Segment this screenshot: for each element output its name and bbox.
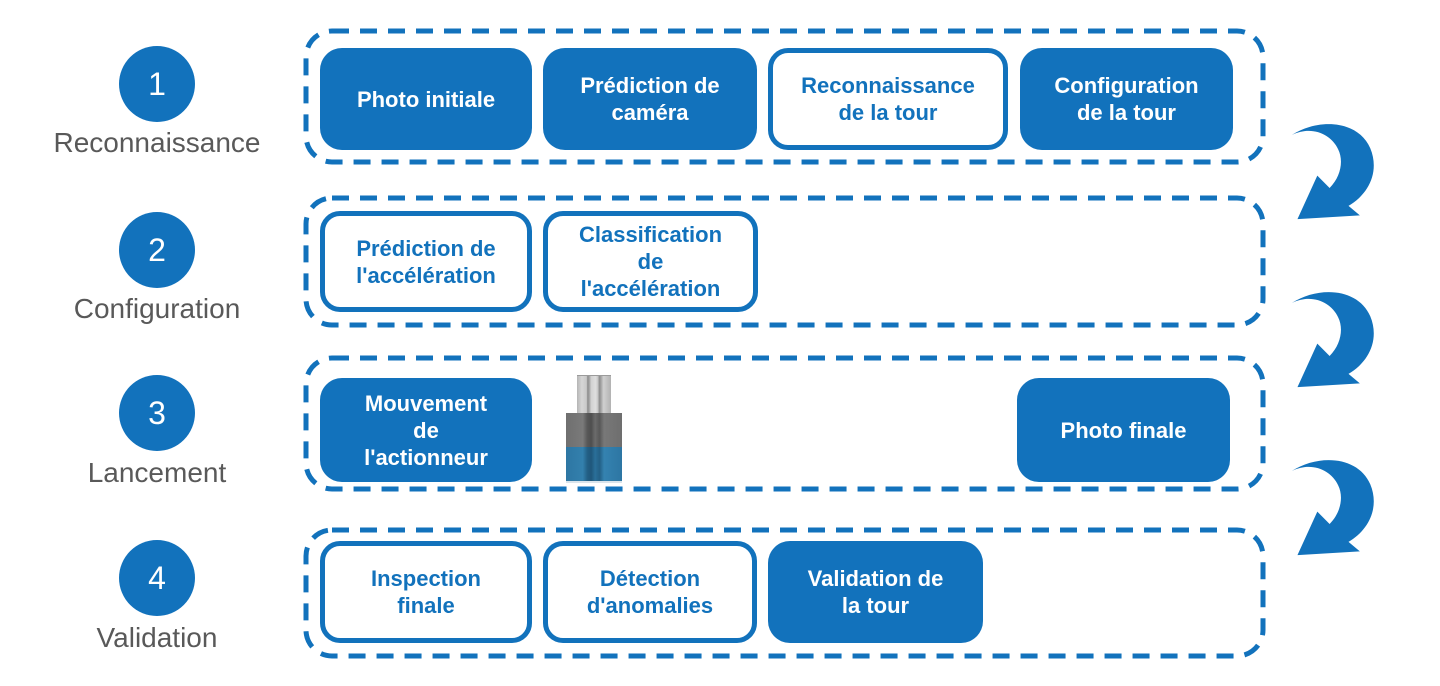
dashed-border: [303, 527, 1266, 659]
box-photo-finale: Photo finale: [1017, 378, 1230, 482]
tower-middle-blocks: [566, 413, 622, 447]
tower-top-blocks: [577, 375, 611, 414]
phase-4-container: [303, 527, 1266, 659]
step-1-label: Reconnaissance: [53, 127, 261, 158]
step-4-label: Validation: [96, 622, 218, 653]
step-3-circle: 3: [119, 375, 195, 451]
step-1-circle: 1: [119, 46, 195, 122]
box-validation-tour: Validation de la tour: [768, 541, 983, 643]
tower-base-blocks: [566, 447, 622, 483]
phase-3-container: [303, 355, 1266, 492]
box-prediction-acceleration: Prédiction de l'accélération: [320, 211, 532, 312]
box-reconnaissance-tour: Reconnaissance de la tour: [768, 48, 1008, 150]
box-photo-initiale: Photo initiale: [320, 48, 532, 150]
phase-1-container: [303, 28, 1266, 165]
curved-arrow-icon: [1284, 454, 1379, 558]
box-inspection-finale: Inspection finale: [320, 541, 532, 643]
dashed-border: [303, 195, 1266, 328]
dashed-border: [303, 28, 1266, 165]
step-3-label: Lancement: [87, 457, 227, 488]
step-1-number: 1: [148, 65, 166, 102]
dashed-border: [303, 355, 1266, 492]
box-prediction-camera: Prédiction de caméra: [543, 48, 757, 150]
box-mouvement-actionneur: Mouvement de l'actionneur: [320, 378, 532, 482]
step-2-label: Configuration: [73, 293, 241, 324]
step-3-number: 3: [148, 394, 166, 431]
box-detection-anomalies: Détection d'anomalies: [543, 541, 757, 643]
box-classification-acceleration: Classification de l'accélération: [543, 211, 758, 312]
step-4-number: 4: [148, 559, 166, 596]
box-configuration-tour: Configuration de la tour: [1020, 48, 1233, 150]
step-2-number: 2: [148, 231, 166, 268]
step-2-circle: 2: [119, 212, 195, 288]
curved-arrow-icon: [1284, 118, 1379, 222]
tower-photo: [566, 375, 622, 483]
curved-arrow-icon: [1284, 286, 1379, 390]
step-4-circle: 4: [119, 540, 195, 616]
phase-2-container: [303, 195, 1266, 328]
